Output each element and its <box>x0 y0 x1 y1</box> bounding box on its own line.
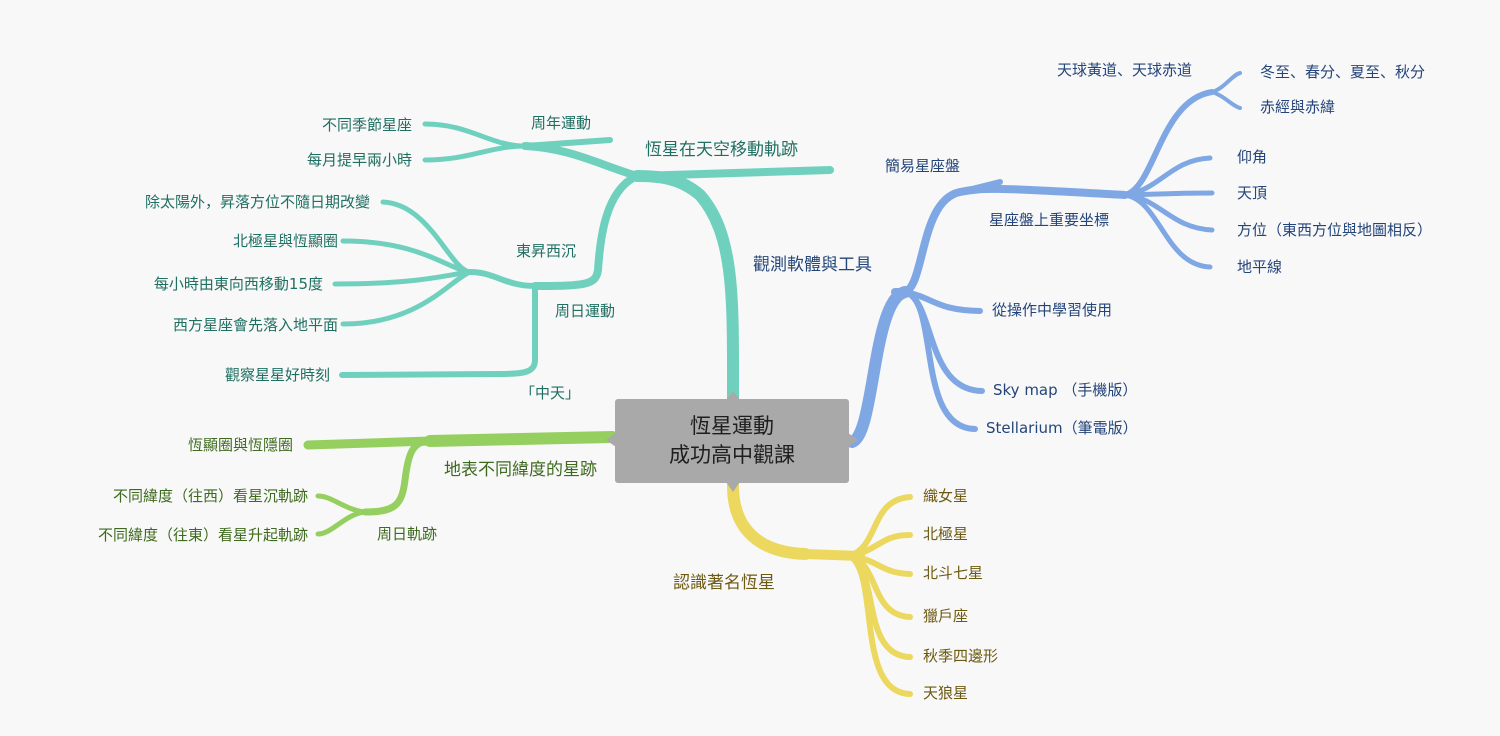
line-coords-to-ecliptic <box>1122 89 1215 198</box>
ecliptic-item-ra-dec[interactable]: 赤經與赤緯 <box>1260 98 1336 116</box>
star-item-square[interactable]: 秋季四邊形 <box>923 647 999 665</box>
line-latitude-to-circle-item <box>303 436 435 450</box>
diurnal-motion-label[interactable]: 周日運動 <box>555 302 616 320</box>
coords-label[interactable]: 星座盤上重要坐標 <box>989 211 1110 229</box>
tools-item-practice[interactable]: 從操作中學習使用 <box>992 301 1113 319</box>
line-center-to-motion <box>631 170 740 404</box>
culmination-item[interactable]: 觀察星星好時刻 <box>224 366 330 384</box>
line-ecliptic-to-ra-dec <box>1210 90 1242 110</box>
line-coords-to-altitude <box>1122 155 1213 198</box>
central-topic[interactable]: 恆星運動 成功高中觀課 <box>615 399 849 483</box>
motion-title[interactable]: 恆星在天空移動軌跡 <box>645 140 798 160</box>
line-coords-to-zenith <box>1122 190 1215 198</box>
line-tools-to-stellarium <box>902 289 978 432</box>
trail-item-west[interactable]: 不同緯度（往西）看星沉軌跡 <box>112 487 308 505</box>
center-notch-top <box>726 391 740 400</box>
line-stars-to-polaris <box>847 532 913 559</box>
trail-item-east[interactable]: 不同緯度（往東）看星升起軌跡 <box>97 526 308 544</box>
branch-latitude-lines <box>303 431 618 537</box>
line-coords-to-horizon <box>1122 192 1213 270</box>
line-rise-set-to-item3 <box>332 269 473 287</box>
diurnal-trail-label[interactable]: 周日軌跡 <box>377 525 438 543</box>
center-notches <box>606 391 858 492</box>
central-topic-line1: 恆星運動 <box>690 414 774 438</box>
line-ecliptic-to-solstices <box>1210 71 1242 94</box>
ecliptic-item-solstices[interactable]: 冬至、春分、夏至、秋分 <box>1260 63 1426 81</box>
center-notch-right <box>848 433 858 447</box>
line-annual-to-monthly <box>422 143 528 163</box>
star-item-orion[interactable]: 獵戶座 <box>923 607 969 625</box>
rise-set-item-2[interactable]: 北極星與恆顯圈 <box>232 232 338 250</box>
line-diurnal-stem <box>497 283 538 377</box>
rise-set-item-3[interactable]: 每小時由東向西移動15度 <box>153 275 323 293</box>
line-rise-set-to-item1 <box>380 199 473 275</box>
star-item-vega[interactable]: 織女星 <box>923 487 969 505</box>
line-latitude-to-trail <box>361 437 434 516</box>
line-motion-to-diurnal <box>531 172 641 290</box>
rise-set-item-4[interactable]: 西方星座會先落入地平面 <box>172 316 338 334</box>
line-stars-to-sirius <box>847 553 913 697</box>
planisphere-label[interactable]: 簡易星座盤 <box>885 157 961 175</box>
line-annual-underline <box>522 137 613 149</box>
coords-item-zenith[interactable]: 天頂 <box>1237 184 1268 202</box>
tools-title[interactable]: 觀測軟體與工具 <box>753 255 872 275</box>
line-trail-to-east <box>315 509 368 537</box>
culmination-label[interactable]: 「中天」 <box>520 384 581 402</box>
rise-set-item-1[interactable]: 除太陽外，昇落方位不隨日期改變 <box>144 193 370 211</box>
line-center-to-tools <box>846 286 911 448</box>
annual-item-seasons[interactable]: 不同季節星座 <box>321 116 412 134</box>
latitude-item-circles[interactable]: 恆顯圈與恆隱圈 <box>187 436 293 454</box>
branch-stars-lines <box>727 480 913 697</box>
rise-set-label[interactable]: 東昇西沉 <box>516 242 577 260</box>
line-center-to-stars <box>727 480 811 560</box>
line-rise-set-to-item2 <box>340 238 473 275</box>
central-topic-line2: 成功高中觀課 <box>669 443 795 467</box>
stars-title[interactable]: 認識著名恆星 <box>673 573 775 593</box>
line-rise-set-to-item4 <box>340 269 473 327</box>
line-culmination-to-item <box>339 371 503 378</box>
branch-tools-lines <box>846 71 1242 448</box>
center-notch-bottom <box>726 482 740 492</box>
star-item-dipper[interactable]: 北斗七星 <box>923 564 984 582</box>
line-planisphere-underline <box>957 179 1003 195</box>
branch-motion-lines <box>332 121 834 404</box>
line-rise-set-stem <box>467 269 538 289</box>
line-motion-to-annual <box>521 142 641 180</box>
line-tools-to-planisphere <box>901 184 1129 296</box>
line-center-to-latitude <box>424 431 618 447</box>
annual-motion-label[interactable]: 周年運動 <box>531 114 592 132</box>
star-item-polaris[interactable]: 北極星 <box>923 525 969 543</box>
star-item-sirius[interactable]: 天狼星 <box>923 684 969 702</box>
line-stars-to-vega <box>847 494 913 559</box>
ecliptic-label[interactable]: 天球黃道、天球赤道 <box>1057 61 1193 79</box>
coords-item-altitude[interactable]: 仰角 <box>1237 148 1268 166</box>
coords-item-horizon[interactable]: 地平線 <box>1237 258 1283 276</box>
latitude-title[interactable]: 地表不同緯度的星跡 <box>444 460 597 480</box>
annual-item-monthly[interactable]: 每月提早兩小時 <box>306 151 412 169</box>
tools-item-skymap[interactable]: Sky map （手機版） <box>993 381 1138 399</box>
line-annual-to-seasons <box>422 121 528 149</box>
tools-item-stellarium[interactable]: Stellarium（筆電版） <box>986 419 1138 437</box>
line-trail-to-west <box>315 493 368 515</box>
line-motion-title-underline <box>633 166 834 180</box>
center-notch-left <box>606 433 616 447</box>
coords-item-azimuth[interactable]: 方位（東西方位與地圖相反） <box>1237 221 1433 239</box>
